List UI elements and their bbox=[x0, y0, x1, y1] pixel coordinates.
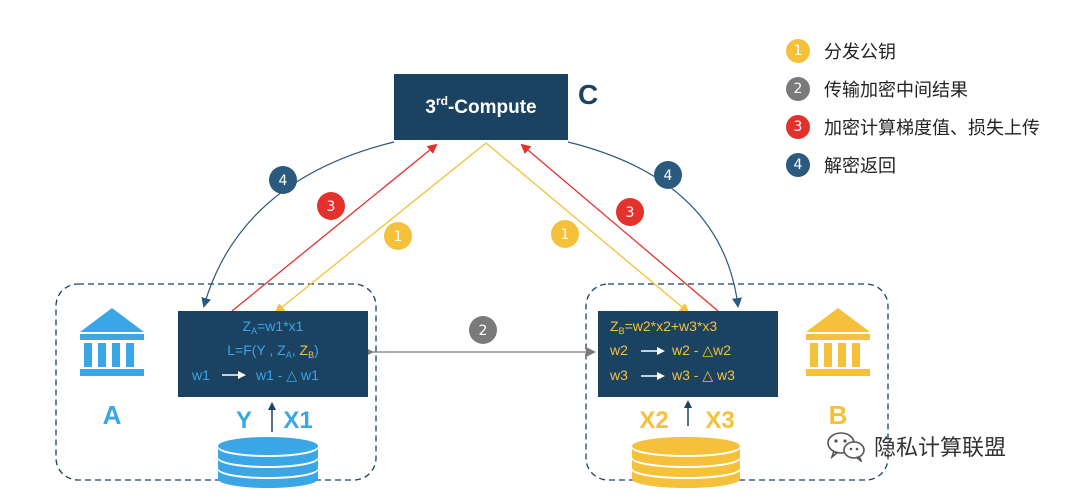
legend: 1 分发公钥 2 传输加密中间结果 3 加密计算梯度值、损失上传 4 解密返回 bbox=[786, 36, 1076, 188]
svg-text:1: 1 bbox=[394, 229, 403, 245]
svg-text:4: 4 bbox=[664, 168, 673, 184]
legend-item-2: 2 传输加密中间结果 bbox=[786, 74, 1076, 104]
step4-arc-right bbox=[567, 141, 742, 308]
party-a-formula-line3-right: w1 - △ w1 bbox=[255, 367, 319, 383]
party-b-formula-line3-right: w3 - △ w3 bbox=[671, 367, 735, 383]
legend-item-3: 3 加密计算梯度值、损失上传 bbox=[786, 112, 1076, 142]
party-b-database-icon bbox=[632, 437, 740, 488]
party-a-formula-line2: L=F(Y , ZA, ZB) bbox=[227, 342, 319, 360]
party-b-formula-box bbox=[598, 311, 778, 397]
step3-badge-right: 3 bbox=[616, 198, 644, 226]
wechat-icon bbox=[827, 432, 865, 462]
svg-text:3: 3 bbox=[327, 199, 336, 215]
party-a-formula-line1: ZA=w1*x1 bbox=[243, 318, 304, 336]
party-a-database-icon bbox=[218, 437, 318, 488]
party-b-bank-icon bbox=[806, 308, 870, 376]
watermark: 隐私计算联盟 bbox=[826, 430, 1006, 462]
step1-arrow-right bbox=[485, 142, 690, 314]
compute-node-label: C bbox=[578, 79, 598, 110]
watermark-text: 隐私计算联盟 bbox=[874, 436, 1007, 461]
step4-arc-left bbox=[201, 141, 395, 308]
step3-badge-left: 3 bbox=[317, 192, 345, 220]
svg-text:3: 3 bbox=[626, 205, 635, 221]
party-a-bank-icon bbox=[80, 308, 144, 376]
step1-badge-right: 1 bbox=[551, 220, 579, 248]
party-b-data-label-x3: X3 bbox=[705, 407, 734, 434]
party-b-label: B bbox=[829, 400, 848, 430]
party-a-data-label-x1: X1 bbox=[283, 407, 312, 434]
party-a-formula-line3-left: w1 bbox=[191, 367, 210, 383]
party-a-container bbox=[55, 283, 377, 481]
legend-item-4: 4 解密返回 bbox=[786, 150, 1076, 180]
step3-arrow-right bbox=[520, 143, 719, 312]
party-a-formula-box bbox=[178, 311, 368, 397]
legend-text-4: 解密返回 bbox=[824, 156, 896, 177]
party-b-formula-line2-left: w2 bbox=[609, 342, 628, 358]
legend-item-1: 1 分发公钥 bbox=[786, 36, 1076, 66]
step3-arrow-left bbox=[231, 143, 438, 312]
svg-text:1: 1 bbox=[561, 227, 570, 243]
legend-badge-3: 3 bbox=[786, 115, 810, 139]
step4-badge-left: 4 bbox=[269, 166, 297, 194]
legend-badge-2: 2 bbox=[786, 77, 810, 101]
party-b-data-label-x2: X2 bbox=[639, 407, 668, 434]
step4-badge-right: 4 bbox=[654, 161, 682, 189]
legend-text-2: 传输加密中间结果 bbox=[824, 80, 968, 101]
compute-box bbox=[394, 74, 568, 140]
step1-badge-left: 1 bbox=[384, 222, 412, 250]
party-a-data-label-y: Y bbox=[236, 407, 252, 434]
legend-text-1: 分发公钥 bbox=[824, 42, 896, 63]
legend-text-3: 加密计算梯度值、损失上传 bbox=[824, 118, 1040, 139]
compute-label: 3rd-Compute bbox=[425, 94, 536, 118]
party-b-formula-line3-left: w3 bbox=[609, 367, 628, 383]
party-b-formula-line2-right: w2 - △w2 bbox=[671, 342, 731, 358]
party-b-formula-line1: ZB=w2*x2+w3*x3 bbox=[610, 318, 717, 336]
svg-text:2: 2 bbox=[479, 323, 488, 339]
legend-badge-1: 1 bbox=[786, 39, 810, 63]
step1-arrow-left bbox=[274, 142, 487, 314]
svg-text:4: 4 bbox=[279, 173, 288, 189]
step2-badge: 2 bbox=[469, 316, 497, 344]
legend-badge-4: 4 bbox=[786, 153, 810, 177]
party-a-label: A bbox=[103, 400, 122, 430]
